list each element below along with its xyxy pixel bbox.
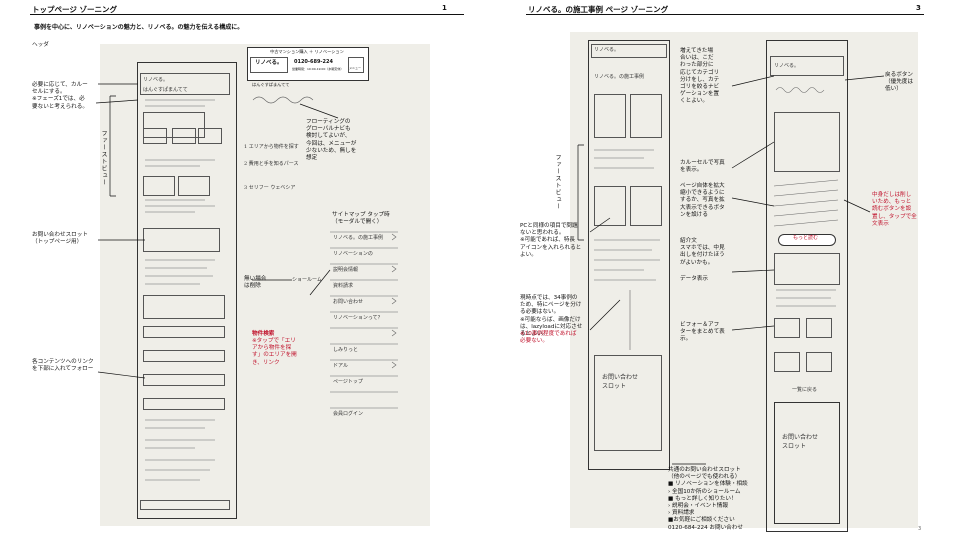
wireframe-contact-slot [594, 355, 662, 451]
note-paging-red: ※10事例程度であれば 必要ない。 [520, 331, 577, 345]
note-before-after: ビフォー＆アフ ターをまとめて表 示。 [680, 322, 725, 343]
sketch-nav-2: 2 費用と手を知るパース [244, 161, 299, 167]
zoning-page-cases: リノベる。の施工事例 ページ ゾーニング 3 リノベる。 リノベる。の施工事例 … [480, 0, 960, 540]
sitemap-item: 説明会情報 [333, 267, 359, 273]
note-contact-slot: お問い合わせスロット （トップページ用） [32, 232, 88, 246]
wireframe-case-card [630, 186, 662, 226]
sitemap-item: 資料請求 [333, 283, 354, 289]
sketch-header-1: リノベる。 [594, 47, 620, 53]
page-number: 3 [916, 4, 921, 12]
read-more-button [778, 234, 836, 246]
wireframe-footer [140, 500, 230, 510]
note-links-bottom: 各コンテンツへのリンク を下部に入れてフォロー [32, 359, 94, 373]
wireframe-thumb [143, 128, 167, 144]
zoning-page-top: トップページ ゾーニング 1 事例を中心に、リノベーションの魅力と、リノベる。の… [0, 0, 470, 540]
sketch-lines [577, 75, 885, 465]
footer-page-number: 3 [918, 526, 922, 532]
wireframe-list-row [143, 350, 225, 362]
sketch-contact-slot: お問い合わせ スロット [602, 374, 639, 390]
wireframe-before-photo [774, 352, 800, 372]
sketch-sheet [100, 44, 430, 526]
wireframe-thumb [198, 128, 222, 144]
sketch-back: 一覧に戻る [792, 387, 818, 393]
wireframe-header [770, 56, 844, 76]
wireframe-thumb [178, 176, 210, 196]
menu-icon [348, 57, 364, 73]
read-more-label: もっと読む [793, 235, 819, 241]
wireframe-after-photo [806, 352, 832, 372]
header-mock-tel: 0120-689-224 [294, 59, 333, 65]
wireframe-contact-slot [774, 402, 840, 524]
sitemap-item: リノベーションの [333, 251, 373, 257]
sitemap-item: ドアル [333, 363, 348, 369]
sketch-header-sub: はんぐすぱまんてて [143, 87, 188, 93]
sitemap-item: しみりっと [333, 347, 359, 353]
wireframe-property-block [143, 295, 225, 319]
wireframe-phone-right [766, 40, 848, 532]
note-remove-if-none: 無い場合 は削除 [244, 276, 267, 290]
note-header: ヘッダ [32, 42, 49, 48]
note-first-view: ファーストビュー [100, 130, 107, 186]
page-title: トップページ ゾーニング [32, 5, 117, 14]
note-property-search-title: 物件検索 [252, 331, 275, 337]
header-mock-bottom: はんぐすぱまんてて [252, 82, 290, 87]
wireframe-list-row [143, 326, 225, 338]
page-number: 1 [442, 4, 447, 12]
page-title: リノベる。の施工事例 ページ ゾーニング [528, 5, 669, 14]
note-back-button: 戻るボタン （優先度は 低い） [885, 72, 913, 93]
note-floating-nav: フローティングの グローバルナビも 検討してよいが、 今回は、メニューが 少ない… [306, 119, 357, 162]
wireframe-photo-carousel [774, 112, 840, 172]
header-mock-tel-sub: 営業時間：10:00-19:00（水曜定休） [292, 67, 344, 71]
wireframe-list-row [143, 398, 225, 410]
wireframe-phone [137, 62, 237, 519]
wireframe-header [140, 73, 230, 95]
note-property-search-body: ※タップで「エリ アから物件を探 す」のエリアを開 き、リンク [252, 338, 297, 366]
title-rule [30, 14, 464, 15]
sketch-lines [95, 83, 398, 481]
note-common-contact: 共通のお問い合わせスロット （他のページでも使われる） ■ リノベーションを体験… [668, 467, 748, 531]
sketch-logo: リノベる。 [143, 77, 169, 83]
sketch-showroom: ショールーム [292, 277, 322, 283]
wireframe-phone-left [588, 40, 670, 470]
wireframe-mainvisual [143, 112, 205, 138]
sitemap-item: 会員ログイン [333, 411, 364, 417]
note-pc-items: PCと同様の項目で問題 ないと思われる。 ※可能であれば、特長 アイコンを入れら… [520, 223, 582, 258]
header-mock-logo: リノベる。 [255, 60, 283, 66]
wireframe-header [591, 44, 667, 58]
sketch-header-2: リノベる。の施工事例 [594, 74, 645, 80]
sitemap-item: お問い合わせ [333, 299, 364, 305]
wireframe-case-card [594, 94, 626, 138]
wireframe-data-table [774, 253, 840, 285]
note-first-view: ファーストビュー [554, 154, 561, 210]
header-mock-menu: メニュー [349, 66, 362, 70]
note-category: 増えてきた場 合いは、こだ わった部分に 応じてカテゴリ 分けをし、カテ ゴリを… [680, 48, 720, 105]
sketch-header-right: リノベる。 [774, 63, 800, 69]
note-paging: 現時点では、34事例の ため、特にページを分け る必要はない。 ※可能ならば、画… [520, 295, 583, 338]
note-data-display: データ表示 [680, 276, 708, 282]
wireframe-thumb [172, 128, 196, 144]
header-mock-top: 中古マンション購入 ＋ リノベーション [270, 49, 344, 54]
note-carousel-photos: カルーセルで写真 を表示。 [680, 160, 725, 174]
note-carousel: 必要に応じて、カルー セルにする。 ※フェーズ1では、必 要ないと考えられる。 [32, 82, 88, 110]
title-rule [526, 14, 924, 15]
wireframe-after-photo [806, 318, 832, 338]
wireframe-thumb [143, 176, 175, 196]
header-mock-logo-box [250, 57, 288, 73]
sketch-contact-slot-right: お問い合わせ スロット [782, 434, 819, 450]
sketch-nav-1: 1 エリアから物件を探す [244, 144, 299, 150]
note-sitemap: サイトマップ タップ時 （モーダルで開く） [332, 212, 390, 226]
wireframe-list-row [143, 374, 225, 386]
note-intro: 紹介文 スマホでは、中見 出しを付けたほう がよいかも。 [680, 238, 725, 266]
note-truncate: 中身だしは削し いため、もっと 読むボタンを設 置し、タップで全 文表示 [872, 192, 917, 227]
sitemap-item: リノベーションって？ [333, 315, 383, 321]
wireframe-case-card [630, 94, 662, 138]
sketch-nav-3: 3 セリフー ウェベシア [244, 185, 296, 191]
wireframe-case-card [594, 186, 626, 226]
sitemap-item: ページトップ [333, 379, 363, 385]
note-enlarge: ページ自体を拡大 縮小できるように するか、写真を拡 大表示できるボタ ンを設け… [680, 183, 725, 218]
wireframe-before-photo [774, 318, 800, 338]
sitemap-item: リノベる。の施工事例 [333, 235, 384, 241]
page-subtitle: 事例を中心に、リノベーションの魅力と、リノベる。の魅力を伝える構成に。 [34, 24, 244, 31]
